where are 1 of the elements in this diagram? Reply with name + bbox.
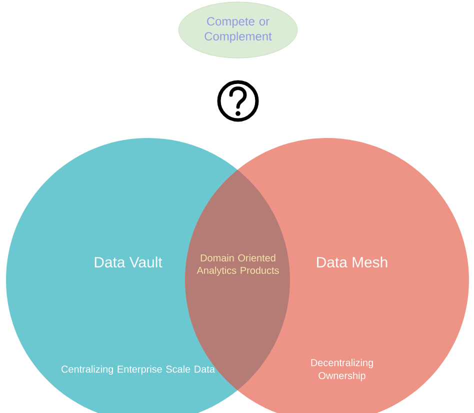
oval-bubble: Compete or Complement bbox=[178, 2, 298, 58]
